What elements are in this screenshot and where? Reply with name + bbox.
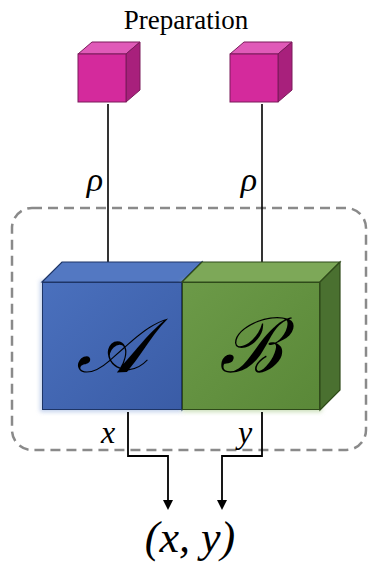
- device-box: ℬ: [182, 282, 320, 410]
- output-label: y: [238, 416, 252, 448]
- device-cube: [40, 262, 202, 412]
- state-arrow: [107, 104, 109, 278]
- device-box: 𝒜: [42, 282, 182, 410]
- state-label: ρ: [87, 163, 103, 197]
- output-label: x: [101, 416, 115, 448]
- output-wire: [222, 412, 262, 508]
- device-letter: ℬ: [219, 308, 283, 384]
- device-letter: 𝒜: [76, 308, 148, 384]
- device-cube: [182, 262, 340, 412]
- state-arrow: [261, 104, 263, 278]
- heading-label: Preparation: [124, 7, 248, 34]
- dashed-enclosure: [12, 208, 366, 450]
- outcome-label: (x, y): [145, 516, 235, 560]
- preparation-cube: [78, 42, 140, 102]
- state-label: ρ: [241, 163, 257, 197]
- preparation-cube: [230, 42, 292, 102]
- output-wire: [128, 412, 168, 508]
